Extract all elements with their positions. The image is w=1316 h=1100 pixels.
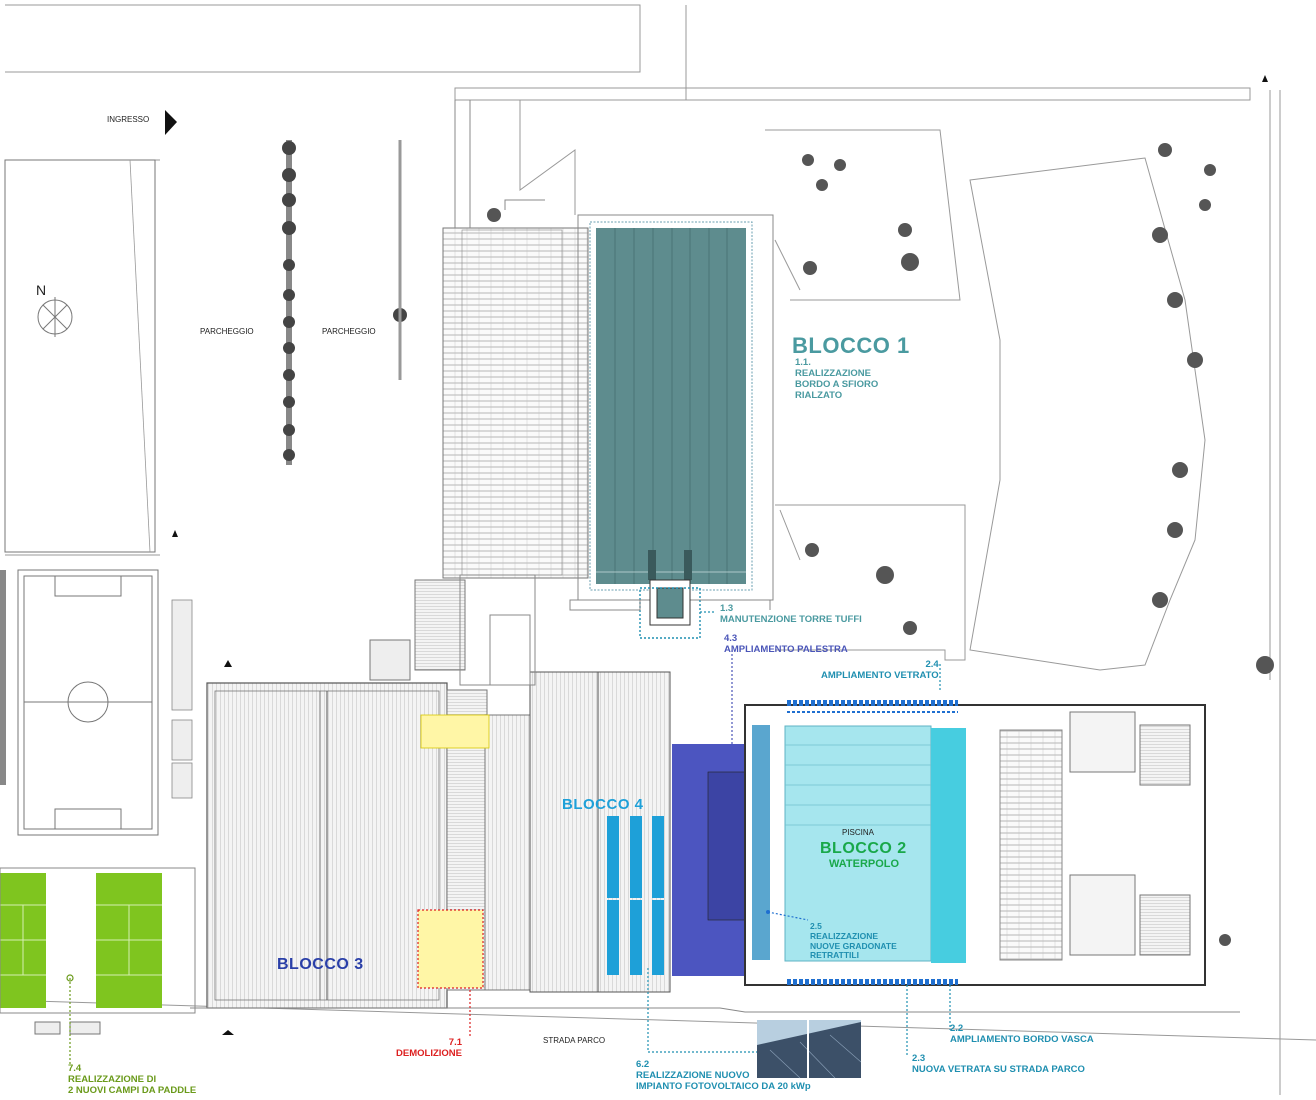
diving-tower <box>639 579 701 639</box>
blocco3-label: BLOCCO 3 <box>277 956 364 973</box>
blocco1-gardens <box>765 129 1206 671</box>
blocco4-label: BLOCCO 4 <box>562 796 644 813</box>
blocco4-building <box>529 671 671 993</box>
blocco1-label: BLOCCO 1 <box>792 333 910 358</box>
annotation-4-3: 4.3 AMPLIAMENTO PALESTRA <box>724 633 848 655</box>
piscina-label: PISCINA <box>842 828 875 837</box>
paddle-courts <box>0 867 196 1014</box>
annotation-1-3: 1.3 MANUTENZIONE TORRE TUFFI <box>720 603 862 625</box>
strada-parco-label: STRADA PARCO <box>543 1036 606 1045</box>
blocco2-building <box>744 704 1206 986</box>
north-compass-icon <box>37 297 73 337</box>
parking-tree-row <box>282 140 407 465</box>
blocco4-solar-panels <box>607 816 664 975</box>
ingresso-label: INGRESSO <box>107 115 150 124</box>
demolition-area-south <box>417 909 484 989</box>
north-arrow-markers <box>172 75 1268 1035</box>
annotation-6-2: 6.2 REALIZZAZIONE NUOVO IMPIANTO FOTOVOL… <box>636 1059 811 1092</box>
parcheggio-label-1: PARCHEGGIO <box>200 327 254 336</box>
gym-extension <box>672 744 752 976</box>
solar-panel-photo <box>757 1020 862 1079</box>
benches <box>34 1021 61 1035</box>
annotation-1-1: 1.1. REALIZZAZIONE BORDO A SFIORO RIALZA… <box>795 357 879 401</box>
left-field <box>4 159 156 553</box>
demolition-area-north <box>420 714 490 749</box>
blocco2-label: BLOCCO 2 <box>820 840 907 857</box>
glazing-lines <box>787 700 958 985</box>
annotation-2-3: 2.3 NUOVA VETRATA SU STRADA PARCO <box>912 1053 1085 1075</box>
annotation-leaders <box>69 611 951 1065</box>
blocco2-sublabel: WATERPOLO <box>829 858 900 870</box>
parcheggio-label-2: PARCHEGGIO <box>322 327 376 336</box>
annotation-7-1: 7.1 DEMOLIZIONE <box>396 1037 462 1059</box>
north-label: N <box>36 282 47 298</box>
annotation-2-5: 2.5 REALIZZAZIONE NUOVE GRADONATE RETRAT… <box>810 921 897 961</box>
annotation-7-4: 7.4 REALIZZAZIONE DI 2 NUOVI CAMPI DA PA… <box>68 1063 197 1096</box>
blocco1-stands <box>442 100 589 579</box>
blocco3-building <box>206 682 448 1009</box>
football-field <box>17 569 159 836</box>
annotation-2-2: 2.2 AMPLIAMENTO BORDO VASCA <box>950 1023 1094 1045</box>
central-connector <box>459 574 771 686</box>
blocco1-trees <box>487 143 1274 946</box>
blocco1-pool <box>577 214 774 601</box>
annotation-2-4: 2.4 AMPLIAMENTO VETRATO <box>821 659 939 681</box>
entrance-arrow-icon <box>165 110 177 135</box>
